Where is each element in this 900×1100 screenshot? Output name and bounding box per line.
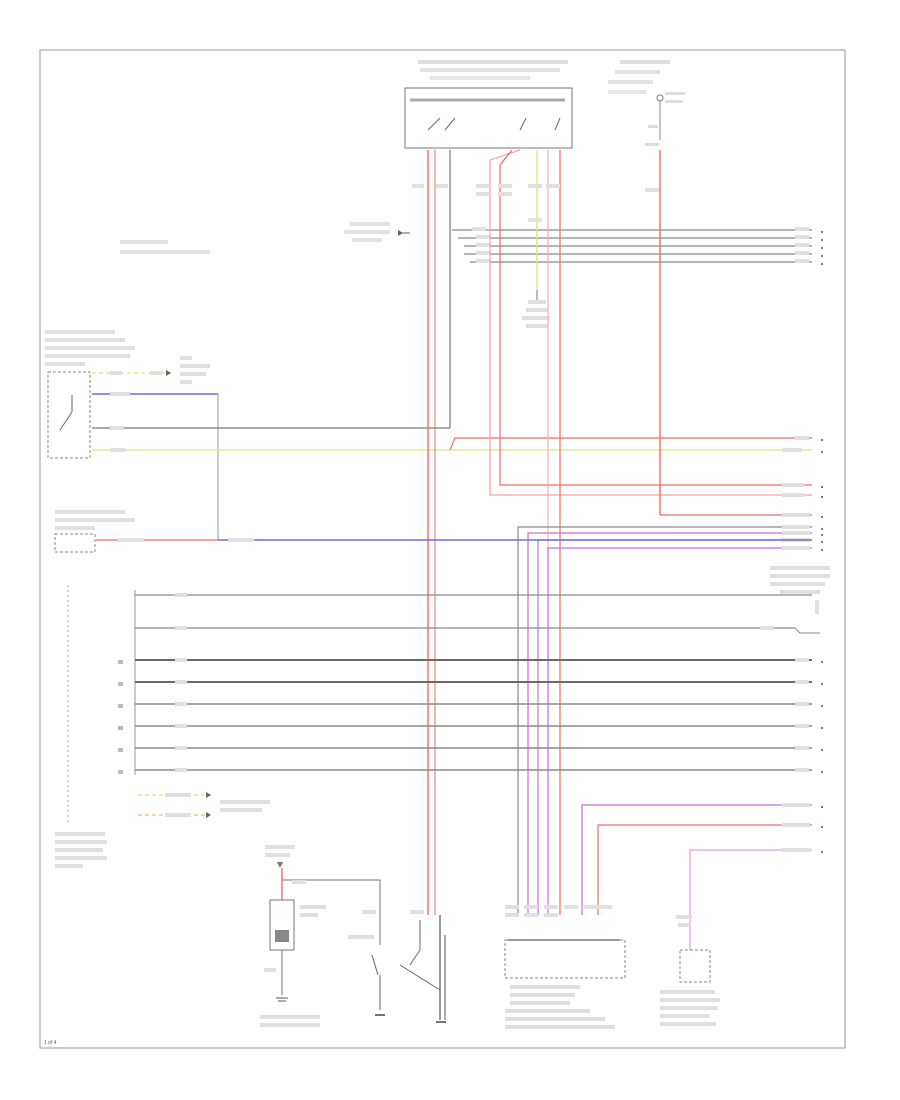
battery-fuse bbox=[608, 60, 685, 146]
page-number: 1 of 4 bbox=[44, 1040, 57, 1046]
left-switch-module bbox=[45, 330, 135, 459]
transmission-module bbox=[504, 905, 626, 1029]
gray-wire-bundle-top bbox=[452, 229, 812, 263]
top-module bbox=[404, 60, 573, 149]
left-module-2 bbox=[54, 510, 135, 553]
starter-relay bbox=[260, 845, 381, 1027]
sensor-module bbox=[660, 915, 720, 1026]
diagram-frame bbox=[39, 49, 846, 1049]
starter-switch bbox=[348, 910, 446, 1023]
